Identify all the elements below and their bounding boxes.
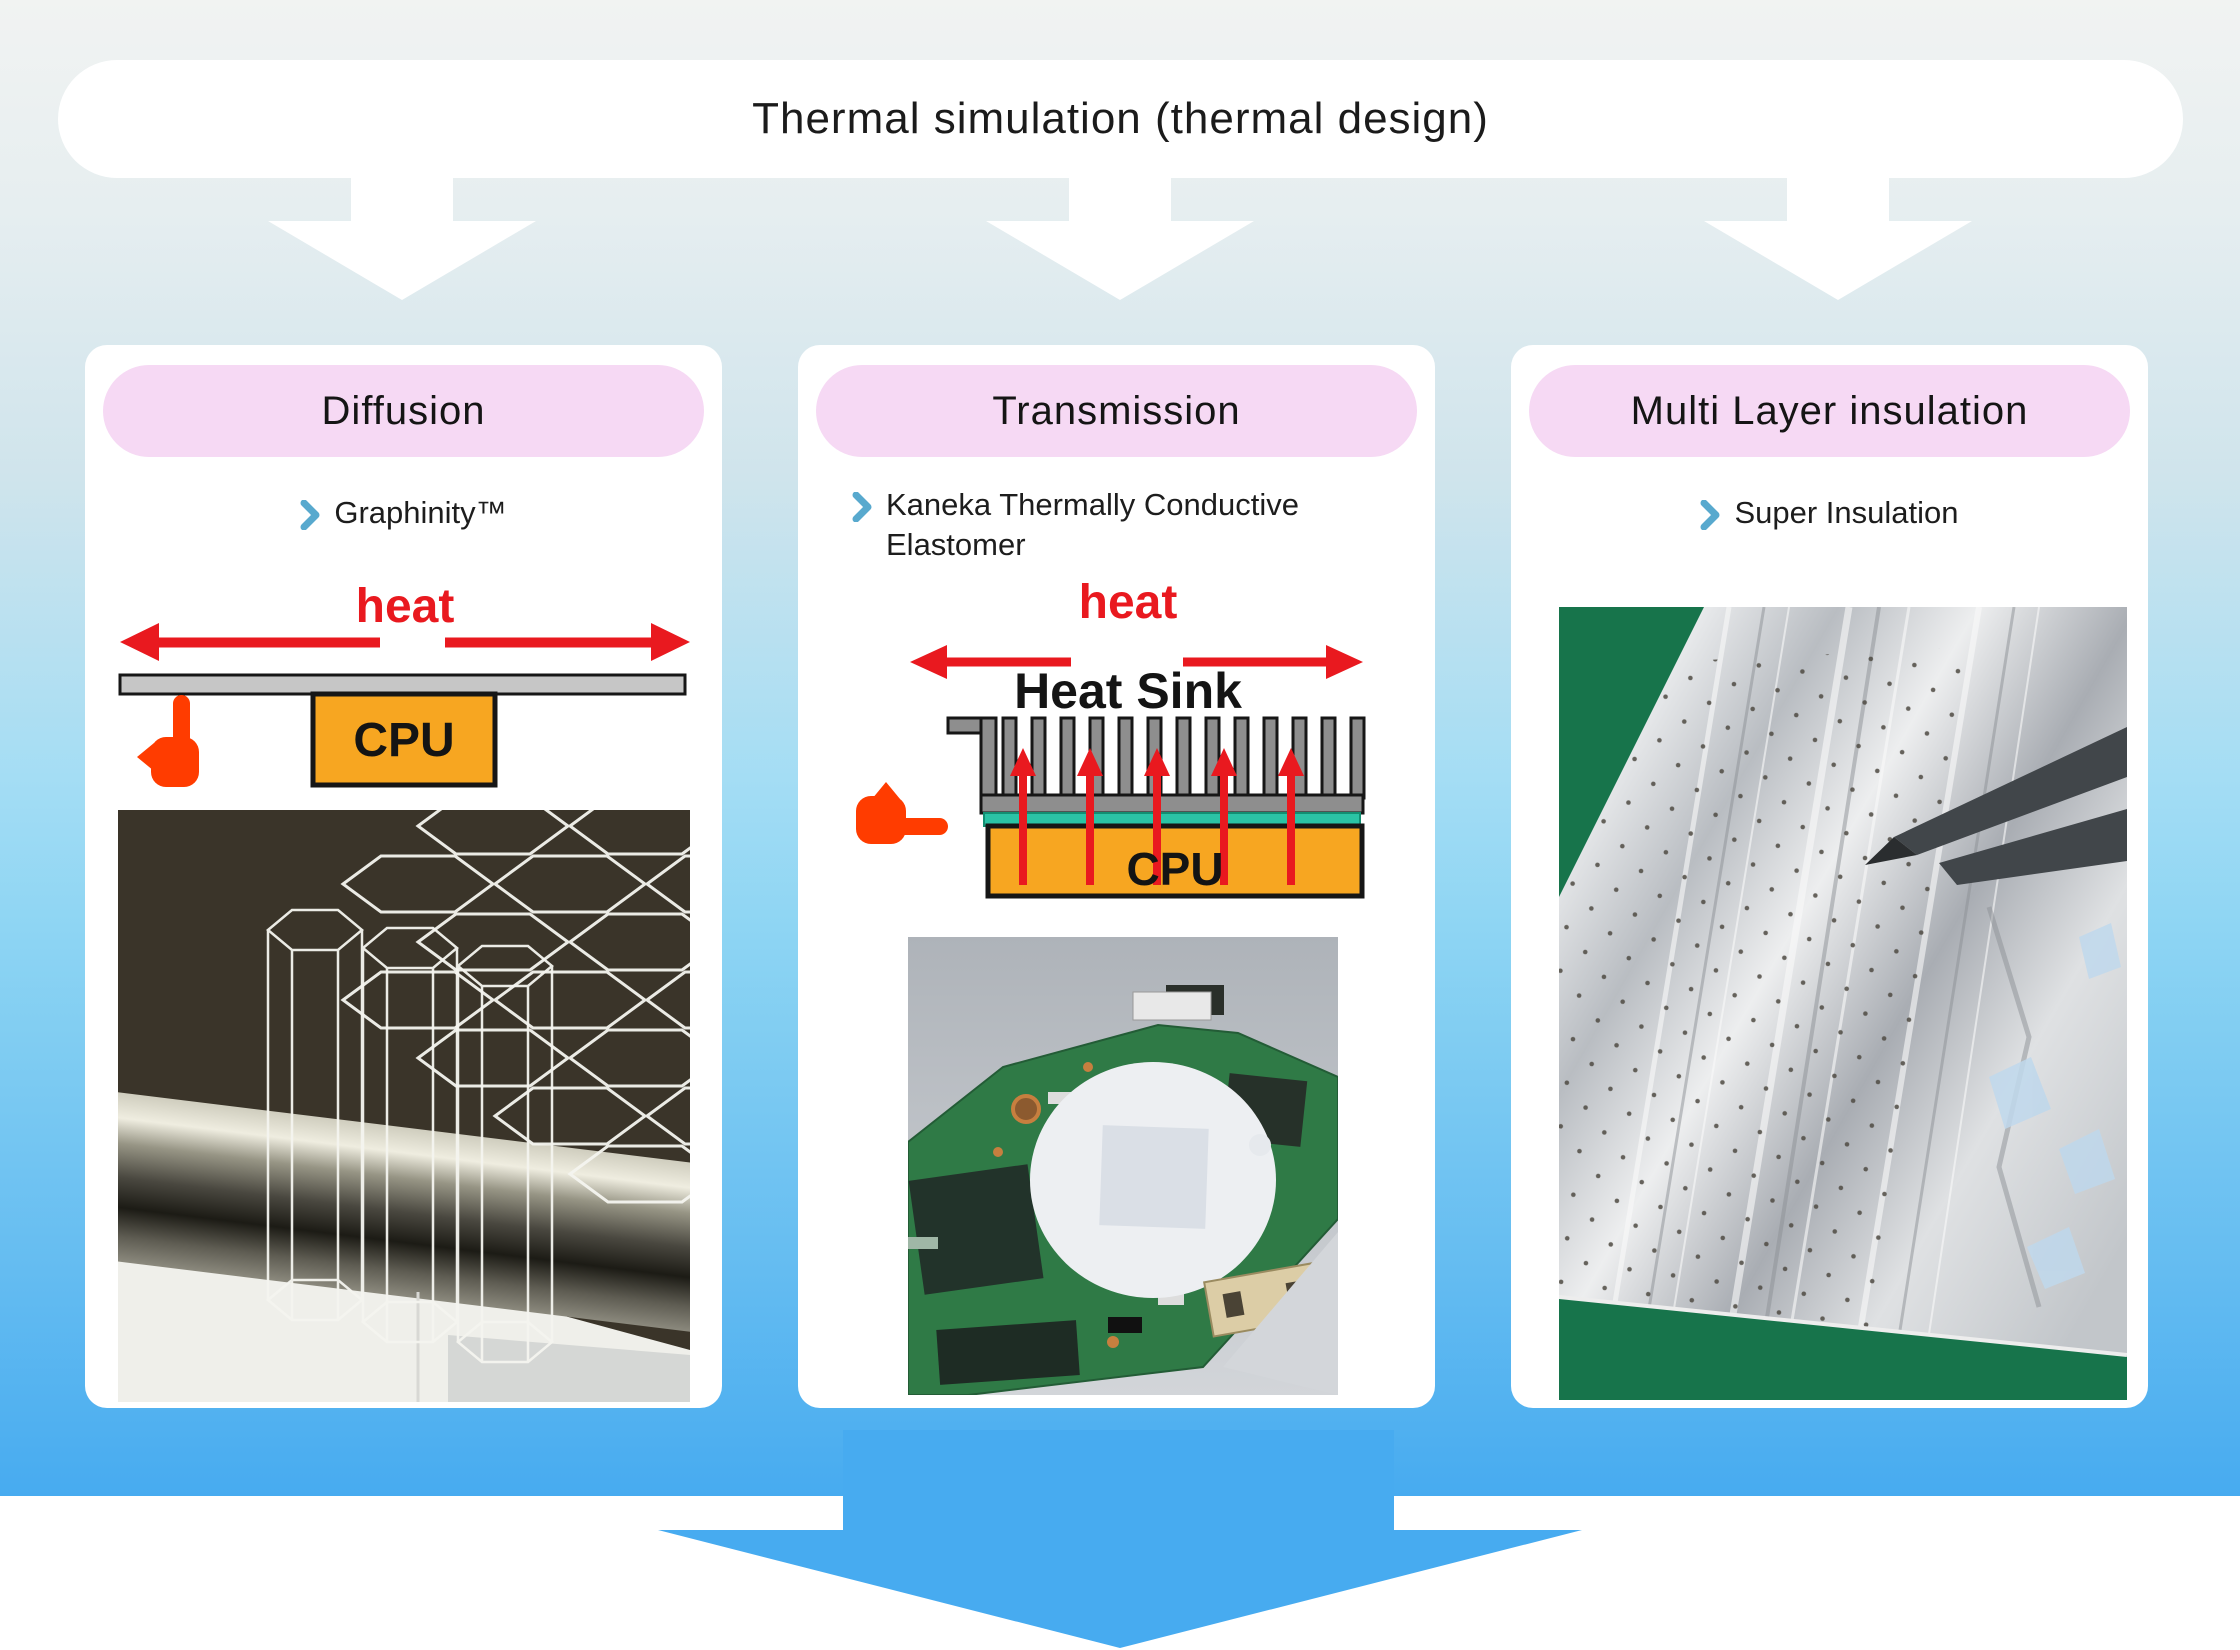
pointing-hand-right-icon: [856, 782, 948, 844]
white-down-arrow-icon: [351, 178, 453, 222]
chevron-right-icon: [1700, 500, 1720, 530]
bullet-label: Graphinity™: [334, 495, 507, 530]
card-multilayer-insulation: Multi Layer insulation Super Insulation: [1511, 345, 2148, 1408]
card-diffusion: Diffusion Graphinity™ heat CPU: [85, 345, 722, 1408]
cpu-label: CPU: [353, 714, 454, 767]
heat-diffusion-diagram: heat CPU: [118, 580, 690, 788]
title-banner: Thermal simulation (thermal design): [58, 60, 2183, 178]
green-table-corner: [1559, 607, 1704, 897]
bullet-item: Super Insulation: [1511, 493, 2148, 533]
graphite-sheet-bar: [118, 673, 687, 696]
graphite-sheet-photo: [118, 810, 690, 1402]
card-header-pill: Diffusion: [103, 365, 704, 457]
card-header-label: Multi Layer insulation: [1630, 388, 2029, 433]
photo-background-corner: [1223, 1232, 1338, 1395]
heatsink-label: Heat Sink: [1014, 663, 1242, 719]
bullet-item: Kaneka Thermally Conductive Elastomer: [798, 485, 1435, 565]
bullet-label: Kaneka Thermally Conductive Elastomer: [886, 487, 1299, 562]
page-title: Thermal simulation (thermal design): [752, 94, 1489, 143]
tweezers-icon: [1865, 727, 2127, 885]
cpu-box: [985, 823, 1365, 899]
cpu-label: CPU: [1126, 843, 1223, 895]
thermal-elastomer-pad: [1030, 1062, 1276, 1298]
green-table-bottom: [1559, 1297, 2127, 1400]
card-header-pill: Multi Layer insulation: [1529, 365, 2130, 457]
white-down-arrow-icon: [1069, 178, 1171, 222]
heat-left-arrow-icon: [120, 623, 380, 661]
card-header-pill: Transmission: [816, 365, 1417, 457]
paper-shadow: [448, 1335, 690, 1402]
heat-label: heat: [1079, 576, 1178, 629]
white-down-arrow-icon: [268, 221, 536, 300]
bullet-item: Graphinity™: [85, 493, 722, 533]
insulation-film-photo: [1559, 607, 2127, 1400]
graphite-roll: [118, 1084, 690, 1340]
pointing-hand-up-icon: [137, 695, 199, 787]
white-down-arrow-icon: [986, 221, 1254, 300]
white-down-arrow-icon: [1787, 178, 1889, 222]
circuit-board-photo: [908, 937, 1338, 1395]
heat-transmission-diagram: heat Heat Sink: [856, 576, 1366, 899]
card-header-label: Transmission: [992, 388, 1241, 433]
cpu-box: [310, 691, 498, 788]
card-header-label: Diffusion: [321, 388, 486, 433]
bullet-label: Super Insulation: [1734, 495, 1959, 530]
chevron-right-icon: [300, 500, 320, 530]
heatsink-fins: [946, 716, 1366, 815]
heat-left-arrow-icon: [910, 645, 1071, 679]
heat-label: heat: [356, 580, 455, 633]
foil-edge-highlight: [1559, 1295, 2127, 1357]
white-down-arrow-icon: [1704, 221, 1972, 300]
blue-down-arrow-icon: [843, 1430, 1394, 1530]
blue-down-arrow-icon: [658, 1530, 1582, 1648]
pcb-components: [908, 985, 1308, 1385]
card-transmission: Transmission Kaneka Thermally Conductive…: [798, 345, 1435, 1408]
heat-right-arrow-icon: [1183, 645, 1363, 679]
heat-right-arrow-icon: [445, 623, 690, 661]
perforation-dots: [1559, 647, 1979, 1400]
foil-blue-reflections: [1989, 923, 2121, 1289]
heat-up-arrows: [1010, 748, 1304, 885]
chevron-right-icon: [852, 492, 872, 522]
hexagonal-prisms-overlay: [266, 908, 554, 1364]
